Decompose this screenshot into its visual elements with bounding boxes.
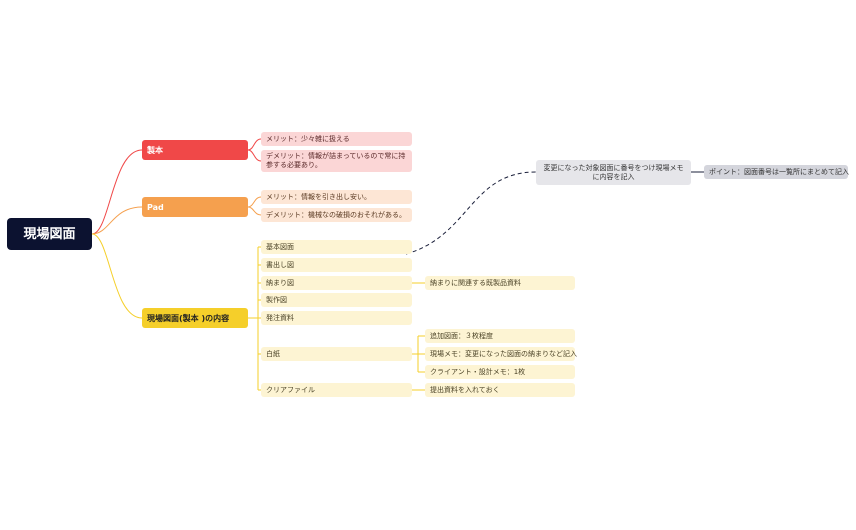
contents-item-osamari[interactable]: 納まり図 xyxy=(261,276,412,290)
connector-seihon-leaves xyxy=(247,138,262,162)
contents-item-seisaku[interactable]: 製作図 xyxy=(261,293,412,307)
seihon-demerit[interactable]: デメリット：情報が詰まっているので常に持参する必要あり。 xyxy=(261,150,412,172)
note-change-record[interactable]: 変更になった対象図面に番号をつけ現場メモに内容を記入 xyxy=(536,160,691,185)
contents-item-clearfile[interactable]: クリアファイル xyxy=(261,383,412,397)
contents-item-hacchu[interactable]: 発注資料 xyxy=(261,311,412,325)
connector-contents-leaves xyxy=(248,246,261,391)
note-point[interactable]: ポイント：図面番号は一覧所にまとめて記入 xyxy=(704,165,849,179)
connector-pad-leaves xyxy=(247,196,262,216)
hakushi-child-genba-memo[interactable]: 現場メモ：変更になった図面の納まりなど記入 xyxy=(425,347,577,361)
root-node[interactable]: 現場図面 xyxy=(7,218,92,250)
branch-seihon[interactable]: 製本 xyxy=(142,140,248,160)
connector-root-pad xyxy=(91,206,143,235)
branch-pad[interactable]: Pad xyxy=(142,197,248,217)
contents-item-kakidashi[interactable]: 書出し図 xyxy=(261,258,412,272)
branch-contents[interactable]: 現場図面(製本 )の内容 xyxy=(142,308,248,328)
contents-item-kihon[interactable]: 基本図面 xyxy=(261,240,412,254)
hakushi-child-tsuika[interactable]: 追加図面：３枚程度 xyxy=(425,329,575,343)
clearfile-child[interactable]: 提出資料を入れておく xyxy=(425,383,575,397)
contents-item-hakushi[interactable]: 白紙 xyxy=(261,347,412,361)
pad-merit[interactable]: メリット：情報を引き出し安い。 xyxy=(261,190,412,204)
pad-demerit[interactable]: デメリット：機械なの破損のおそれがある。 xyxy=(261,208,412,222)
osamari-child[interactable]: 納まりに関連する既製品資料 xyxy=(425,276,575,290)
seihon-merit[interactable]: メリット：少々雑に扱える xyxy=(261,132,412,146)
connector-hakushi-children xyxy=(412,335,425,373)
connector-root-seihon xyxy=(91,149,143,235)
connector-root-contents xyxy=(91,233,143,319)
relation-dashed-line xyxy=(405,171,537,255)
hakushi-child-client-memo[interactable]: クライアント・設計メモ：1枚 xyxy=(425,365,575,379)
